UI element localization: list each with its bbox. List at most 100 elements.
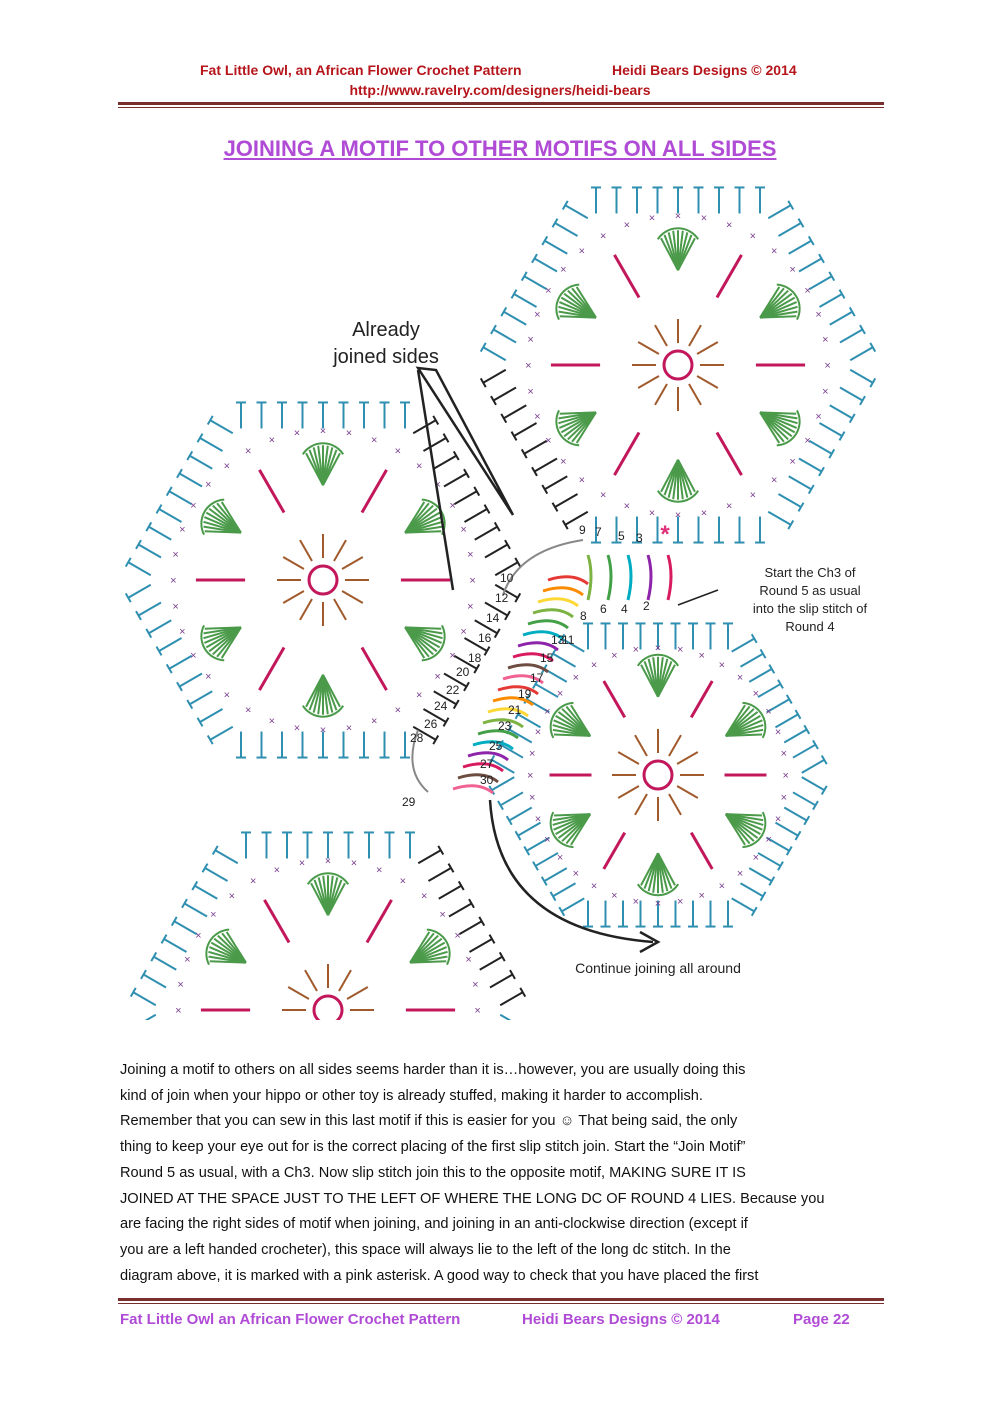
fan-arc xyxy=(421,624,446,662)
stitch-top xyxy=(140,969,147,980)
stitch-top xyxy=(500,413,508,424)
inner-stitch xyxy=(299,598,313,621)
stitch xyxy=(798,257,822,273)
join-stitch xyxy=(626,554,633,601)
x-stitch: × xyxy=(460,626,466,638)
x-stitch: × xyxy=(527,334,533,346)
header-rule xyxy=(118,102,884,105)
fan-stitch xyxy=(404,626,426,659)
stitch xyxy=(500,791,524,807)
stitch xyxy=(554,222,579,237)
stitch-top xyxy=(447,863,455,873)
x-stitch: × xyxy=(469,575,475,587)
stitch xyxy=(777,222,802,237)
inner-stitch xyxy=(346,986,369,1000)
join-stitch xyxy=(497,685,539,696)
stitch xyxy=(494,583,519,599)
join-number-25: 25 xyxy=(489,739,503,753)
fan-stitch xyxy=(570,704,592,737)
join-number-28: 28 xyxy=(410,731,424,745)
crochet-motifs: ××××××××××××××××××××××××××××××××××××××××… xyxy=(124,186,877,1020)
stitch-top xyxy=(785,694,793,705)
inner-stitch xyxy=(696,341,719,355)
x-stitch: × xyxy=(750,490,756,502)
x-stitch: × xyxy=(371,434,377,446)
x-stitch: × xyxy=(781,792,787,804)
stitch-top xyxy=(768,664,776,674)
center-ring xyxy=(312,994,344,1020)
stitch xyxy=(458,920,483,936)
x-stitch: × xyxy=(395,705,401,717)
x-stitch: × xyxy=(719,659,725,671)
stitch xyxy=(792,743,816,759)
join-number-5: 5 xyxy=(618,529,625,543)
x-stitch: × xyxy=(655,898,661,910)
x-stitch: × xyxy=(434,671,440,683)
stitch-top xyxy=(828,271,836,282)
fan-stitch xyxy=(553,813,591,817)
stitch xyxy=(479,955,503,971)
header-url[interactable]: http://www.ravelry.com/designers/heidi-b… xyxy=(349,82,651,98)
body-line: Round 5 as usual, with a Ch3. Now slip s… xyxy=(120,1164,746,1181)
x-stitch: × xyxy=(789,456,795,468)
x-stitch: × xyxy=(229,890,235,902)
long-dc xyxy=(602,831,627,870)
x-stitch: × xyxy=(346,722,352,734)
x-stitch: × xyxy=(299,858,305,870)
x-stitch: × xyxy=(815,309,821,321)
x-stitch: × xyxy=(416,460,422,472)
stitch xyxy=(526,836,550,852)
stitch-top xyxy=(859,395,866,406)
stitch-top xyxy=(531,253,538,264)
stitch-top xyxy=(145,628,153,639)
x-stitch: × xyxy=(753,688,759,700)
x-stitch: × xyxy=(472,979,478,991)
stitch-top xyxy=(759,648,767,659)
stitch-top xyxy=(206,734,214,745)
x-stitch: × xyxy=(649,213,655,225)
stitch-top xyxy=(797,502,805,512)
x-stitch: × xyxy=(701,213,707,225)
x-stitch: × xyxy=(560,264,566,276)
join-stitch xyxy=(547,575,589,586)
x-stitch: × xyxy=(726,219,732,231)
stitch-top xyxy=(478,916,486,927)
x-stitch: × xyxy=(560,456,566,468)
inner-stitch xyxy=(287,986,310,1000)
join-number-23: 23 xyxy=(498,719,512,733)
stitch-top xyxy=(787,519,795,530)
stitch xyxy=(792,791,816,807)
stitch xyxy=(500,743,524,759)
stitch xyxy=(491,776,515,792)
stitch-top xyxy=(828,448,836,459)
fan-stitch xyxy=(322,452,341,486)
x-stitch: × xyxy=(775,726,781,738)
footer-rule-thin xyxy=(118,1303,884,1304)
x-stitch: × xyxy=(545,435,551,447)
callout-joined-sides: joined sides xyxy=(332,346,439,368)
fan-stitch xyxy=(760,315,797,319)
stitch-top xyxy=(561,200,569,211)
stitch xyxy=(433,454,457,470)
stitch-top xyxy=(812,800,819,811)
x-stitch: × xyxy=(815,411,821,423)
stitch-top xyxy=(442,717,450,727)
stitch xyxy=(482,346,507,362)
crochet-motif-bottom-left: ×××××××××××××××××××××××××××××××××××× xyxy=(129,831,527,1020)
center-ring xyxy=(307,564,339,596)
x-stitch: × xyxy=(467,601,473,613)
stitch-top xyxy=(803,815,811,826)
inner-stitch xyxy=(634,734,648,757)
x-stitch: × xyxy=(737,672,743,684)
stitch xyxy=(767,204,792,220)
fan-arc xyxy=(200,624,225,662)
join-number-21: 21 xyxy=(508,703,522,717)
stitch-top xyxy=(838,289,846,299)
join-number-12: 12 xyxy=(495,591,509,605)
header-rule-thin xyxy=(118,107,884,108)
stitch xyxy=(564,204,589,220)
stitch xyxy=(204,867,229,882)
inner-stitch xyxy=(637,375,660,389)
join-number-2: 2 xyxy=(643,599,650,613)
body-line: JOINED AT THE SPACE JUST TO THE LEFT OF … xyxy=(120,1190,825,1207)
